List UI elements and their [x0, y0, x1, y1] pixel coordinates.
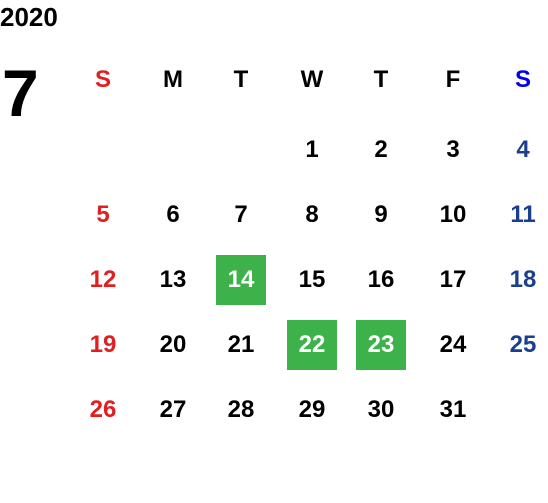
day-cell[interactable]: 31 [439, 396, 467, 423]
day-cell[interactable]: 3 [446, 136, 460, 163]
day-cell[interactable]: 11 [510, 201, 536, 228]
day-cell[interactable]: 7 [234, 201, 248, 228]
day-cell[interactable]: 16 [367, 266, 395, 293]
weekday-header: S [94, 66, 111, 93]
day-cell[interactable]: 10 [439, 201, 467, 228]
day-cell[interactable]: 15 [298, 266, 326, 293]
day-cell[interactable]: 18 [509, 266, 537, 293]
weekday-header: M [163, 66, 183, 93]
year-label: 2020 [0, 2, 58, 32]
day-cell[interactable]: 5 [96, 201, 110, 228]
day-cell[interactable]: 30 [367, 396, 395, 423]
day-cell[interactable]: 13 [159, 266, 187, 293]
weekday-header: W [300, 66, 324, 93]
day-cell[interactable]: 2 [374, 136, 388, 163]
day-cell-highlighted[interactable]: 22 [287, 320, 337, 370]
day-cell[interactable]: 21 [227, 331, 255, 358]
day-cell[interactable]: 26 [89, 396, 117, 423]
day-cell[interactable]: 27 [159, 396, 187, 423]
weekday-header: F [445, 66, 461, 93]
weekday-header: S [514, 66, 531, 93]
day-cell[interactable]: 4 [516, 136, 530, 163]
day-cell[interactable]: 8 [305, 201, 319, 228]
day-cell[interactable]: 25 [509, 331, 537, 358]
day-cell[interactable]: 9 [374, 201, 388, 228]
day-cell-highlighted[interactable]: 14 [216, 255, 266, 305]
day-cell[interactable]: 19 [89, 331, 117, 358]
day-cell[interactable]: 29 [298, 396, 326, 423]
day-cell[interactable]: 1 [305, 136, 319, 163]
day-cell-highlighted[interactable]: 23 [356, 320, 406, 370]
day-cell[interactable]: 28 [227, 396, 255, 423]
weekday-header: T [373, 66, 389, 93]
day-cell[interactable]: 24 [439, 331, 467, 358]
day-cell[interactable]: 12 [89, 266, 117, 293]
day-cell[interactable]: 6 [166, 201, 180, 228]
day-cell[interactable]: 20 [159, 331, 187, 358]
month-label: 7 [2, 56, 39, 130]
day-cell[interactable]: 17 [439, 266, 467, 293]
weekday-header: T [233, 66, 249, 93]
